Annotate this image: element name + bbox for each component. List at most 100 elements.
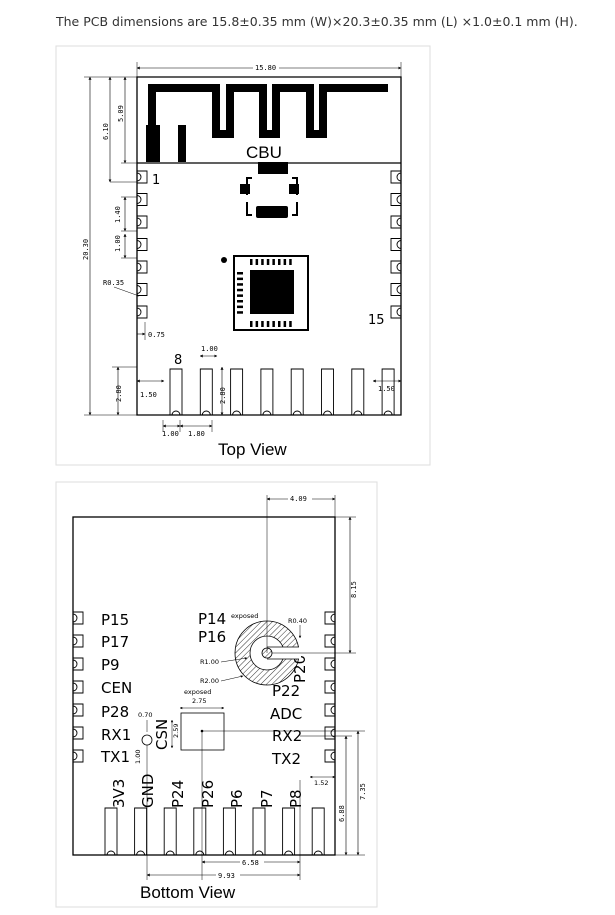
dim-antenna-b: 5.09	[117, 105, 125, 122]
pin-label-csn: CSN	[153, 719, 171, 750]
dim-d658: 6.58	[242, 859, 259, 867]
pin-label-p15: P15	[101, 611, 129, 629]
top-bottom-pad	[381, 368, 395, 416]
pin-label-gnd: GND	[139, 774, 157, 808]
dim-pad-bottom: 1.00	[201, 345, 218, 353]
top-bottom-pad	[230, 368, 244, 416]
pin-label-tx1: TX1	[100, 748, 130, 766]
chip-label: CBU	[246, 143, 282, 162]
qfn-chip-pad	[250, 270, 294, 314]
top-right-pad	[390, 170, 402, 184]
dim-d409: 4.09	[290, 495, 307, 503]
top-view-title: Top View	[218, 440, 287, 459]
antenna-feed	[146, 125, 160, 162]
pin-label-p6: P6	[228, 789, 246, 808]
top-bottom-pad	[199, 368, 213, 416]
qfn-pin-bottom	[272, 321, 275, 327]
pin-label-cen: CEN	[101, 679, 132, 697]
bottom-right-pad	[324, 611, 336, 625]
exposed-label-1: exposed	[231, 612, 258, 620]
top-bottom-pads	[169, 368, 395, 416]
dim-d070: 0.70	[138, 711, 152, 719]
bottom-bottom-pad	[222, 807, 236, 856]
qfn-pin-top	[250, 259, 253, 265]
qfn-pin-left	[237, 311, 243, 314]
dim-d688: 6.88	[338, 805, 346, 822]
top-right-pad	[390, 193, 402, 206]
bottom-bottom-pad	[163, 807, 177, 856]
pin-label-adc: ADC	[270, 705, 302, 723]
qfn-pin-top	[278, 259, 281, 265]
pin-label-p28: P28	[101, 703, 129, 721]
qfn-pin-bottom	[289, 321, 292, 327]
dim-r100: R1.00	[200, 658, 219, 666]
dim-r040: R0.40	[288, 617, 307, 625]
bottom-view-title: Bottom View	[140, 883, 236, 902]
top-left-pad	[136, 193, 148, 206]
top-left-pad	[136, 283, 148, 296]
bottom-bottom-pad	[134, 807, 148, 856]
bottom-left-pad	[72, 680, 84, 694]
gnd-via	[141, 734, 153, 746]
bottom-bottom-pad	[252, 807, 266, 856]
dim-d275: 2.75	[192, 697, 206, 705]
bottom-bottom-pad	[282, 807, 296, 856]
qfn-pin-bottom	[266, 321, 270, 327]
qfn-pin-top	[289, 259, 292, 265]
bottom-left-pad	[72, 657, 84, 671]
top-left-pad	[136, 305, 148, 319]
pin-label-p24: P24	[169, 780, 187, 808]
cbu-block-left	[240, 184, 250, 194]
top-bottom-pad	[290, 368, 304, 416]
bottom-view: P15 P17 P9 CEN P28 RX1 TX1 P22 ADC RX2 T…	[55, 481, 378, 908]
dim-pitch-side: 1.40	[114, 206, 122, 223]
cbu-block-bottom	[256, 206, 288, 218]
dim-pitch-bottom: 1.80	[188, 430, 205, 438]
qfn-pin-left	[237, 277, 243, 281]
qfn-pin-top	[283, 259, 287, 265]
top-view-frame	[55, 45, 431, 466]
top-left-pad	[136, 215, 148, 229]
qfn-pin-top	[272, 259, 275, 265]
qfn-pin-left	[237, 283, 243, 286]
qfn-pin-bottom	[261, 321, 264, 327]
qfn-pins	[237, 259, 292, 327]
qfn-pin-top	[255, 259, 259, 265]
pin-label-rx1: RX1	[101, 726, 131, 744]
top-bottom-pad	[260, 368, 274, 416]
top-left-pad	[136, 170, 148, 184]
dim-d735: 7.35	[359, 783, 367, 800]
cbu-bracket-low	[246, 202, 298, 216]
top-right-pad	[390, 305, 402, 319]
pin-15-label: 15	[368, 313, 385, 328]
qfn-pin-left	[237, 288, 243, 292]
qfn-pin-left	[237, 294, 243, 297]
pin-label-p26: P26	[199, 780, 217, 808]
pin-label-p16: P16	[198, 628, 226, 646]
dim-antenna-a: 6.10	[102, 123, 110, 140]
dim-pad-len-mid: 2.80	[219, 387, 227, 404]
dim-pad-w: 1.00	[162, 430, 179, 438]
chip-pin1-dot	[221, 257, 227, 263]
qfn-pin-bottom	[283, 321, 287, 327]
dim-height: 20.30	[82, 239, 90, 260]
top-left-pad	[136, 260, 148, 274]
cbu-block-right	[289, 184, 299, 194]
pin-label-p9: P9	[101, 656, 120, 674]
bottom-bottom-pads	[104, 807, 325, 856]
bottom-left-pad	[72, 726, 84, 740]
exposed-label-2: exposed	[184, 688, 211, 696]
pin-label-tx2: TX2	[271, 750, 301, 768]
bottom-right-pads	[324, 611, 336, 763]
qfn-pin-left	[237, 300, 243, 303]
bottom-right-pad	[324, 703, 336, 717]
dim-width: 15.80	[255, 64, 276, 72]
bottom-left-pad	[72, 749, 84, 763]
top-bottom-pad	[351, 368, 365, 416]
pcb-dimensions-caption: The PCB dimensions are 15.8±0.35 mm (W)×…	[56, 14, 578, 29]
dim-pad-len-left: 2.80	[115, 385, 123, 402]
top-right-pad	[390, 260, 402, 274]
qfn-pin-bottom	[278, 321, 281, 327]
top-right-pad	[390, 238, 402, 251]
